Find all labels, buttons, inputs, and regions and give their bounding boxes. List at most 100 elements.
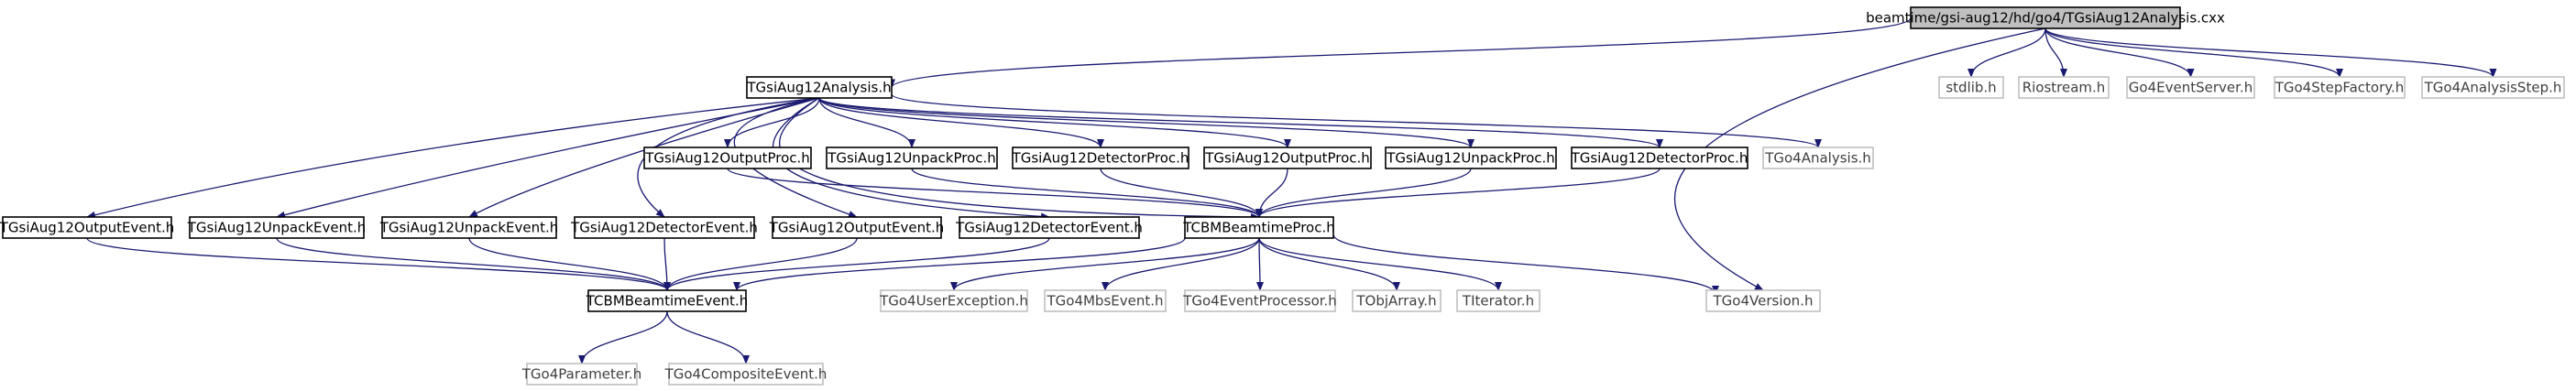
node-parameter_h: TGo4Parameter.h [521, 363, 641, 386]
node-label: TObjArray.h [1355, 293, 1436, 310]
edge-analysis_h-to-outputevent1_h [86, 97, 820, 219]
node-outputproc1_h[interactable]: TGsiAug12OutputProc.h [643, 147, 812, 169]
node-riostream_h: Riostream.h [2018, 76, 2110, 99]
edge-analysis_h-to-outputproc1_h [724, 97, 820, 148]
node-label: TGsiAug12UnpackEvent.h [379, 220, 559, 236]
node-detectorevent2_h[interactable]: TGsiAug12DetectorEvent.h [955, 216, 1143, 239]
node-outputevent2_h[interactable]: TGsiAug12OutputEvent.h [769, 216, 945, 239]
node-root[interactable]: beamtime/gsi-aug12/hd/go4/TGsiAug12Analy… [1866, 6, 2225, 29]
node-stdlib_h: stdlib.h [1938, 76, 2004, 99]
edge-outputevent1_h-to-beamtimeevent_h [86, 237, 671, 291]
node-label: TGo4MbsEvent.h [1046, 293, 1163, 310]
edge-beamtimeevent_h-to-parameter_h [578, 310, 668, 364]
node-label: TIterator.h [1462, 293, 1534, 310]
edge-detectorproc1_h-to-beamtimeproc_h [1100, 168, 1263, 218]
node-label: TGsiAug12UnpackEvent.h [187, 220, 367, 236]
node-label: TGsiAug12OutputProc.h [644, 150, 810, 167]
edge-beamtimeproc_h-to-eventprocessor_h [1255, 237, 1264, 291]
edge-analysis_h-to-unpackproc1_h [818, 97, 915, 148]
node-outputproc2_h[interactable]: TGsiAug12OutputProc.h [1203, 147, 1372, 169]
edge-analysis_h-to-go4analysis_h [891, 93, 1822, 148]
node-detectorproc1_h[interactable]: TGsiAug12DetectorProc.h [1012, 147, 1189, 169]
node-box [2274, 76, 2406, 99]
edge-beamtimeproc_h-to-go4version_h [1332, 234, 1719, 295]
node-box [880, 289, 1028, 312]
edge-outputevent2_h-to-beamtimeevent_h [663, 237, 858, 291]
node-stepfactory_h: TGo4StepFactory.h [2274, 76, 2406, 99]
node-label: beamtime/gsi-aug12/hd/go4/TGsiAug12Analy… [1866, 10, 2225, 27]
node-label: TGsiAug12DetectorEvent.h [570, 220, 758, 236]
node-box [643, 147, 812, 169]
node-label: TGsiAug12UnpackProc.h [827, 150, 996, 167]
node-userexception_h: TGo4UserException.h [879, 289, 1028, 312]
node-label: TGo4AnalysisStep.h [2424, 80, 2562, 96]
node-label: TGsiAug12DetectorEvent.h [955, 220, 1143, 236]
edge-beamtimeproc_h-to-titerator_h [1258, 237, 1502, 291]
node-box [526, 363, 638, 386]
node-box [1571, 147, 1748, 169]
node-box [1385, 147, 1557, 169]
edge-unpackproc2_h-to-beamtimeproc_h [1255, 168, 1472, 218]
node-box [1762, 147, 1874, 169]
node-box [2126, 76, 2255, 99]
node-detectorproc2_h[interactable]: TGsiAug12DetectorProc.h [1571, 147, 1748, 169]
node-box [1456, 289, 1540, 312]
node-box [1203, 147, 1372, 169]
node-label: TGsiAug12DetectorProc.h [1012, 150, 1189, 167]
node-analysis_h[interactable]: TGsiAug12Analysis.h [746, 76, 893, 99]
edge-analysis_h-to-unpackproc2_h [818, 97, 1474, 148]
edge-beamtimeproc_h-to-tobjarray_h [1258, 237, 1400, 291]
node-box [959, 216, 1140, 239]
node-unpackevent2_h[interactable]: TGsiAug12UnpackEvent.h [379, 216, 559, 239]
node-beamtimeproc_h[interactable]: TCBMBeamtimeProc.h [1182, 216, 1335, 239]
node-label: TGo4UserException.h [879, 293, 1028, 310]
edge-detectorevent1_h-to-beamtimeevent_h [663, 237, 671, 291]
edge-beamtimeproc_h-to-beamtimeevent_h [733, 237, 1186, 291]
node-box [772, 216, 942, 239]
edge-root-to-stepfactory_h [2044, 27, 2343, 78]
edge-analysis_h-to-unpackevent2_h [468, 97, 820, 218]
node-label: TGo4Analysis.h [1764, 150, 1871, 167]
node-box [1044, 289, 1167, 312]
edge-analysis_h-to-outputproc2_h [818, 97, 1291, 148]
node-label: TGo4Version.h [1713, 293, 1814, 310]
node-unpackproc2_h[interactable]: TGsiAug12UnpackProc.h [1385, 147, 1557, 169]
node-unpackproc1_h[interactable]: TGsiAug12UnpackProc.h [826, 147, 998, 169]
node-box [668, 363, 824, 386]
node-label: TGo4EventProcessor.h [1182, 293, 1337, 310]
node-label: Go4EventServer.h [2129, 80, 2253, 96]
node-label: TGsiAug12OutputEvent.h [0, 220, 174, 236]
node-box [1705, 289, 1821, 312]
edge-root-to-riostream_h [2044, 27, 2067, 78]
node-detectorevent1_h[interactable]: TGsiAug12DetectorEvent.h [570, 216, 758, 239]
node-unpackevent1_h[interactable]: TGsiAug12UnpackEvent.h [187, 216, 367, 239]
node-label: TGsiAug12UnpackProc.h [1386, 150, 1555, 167]
edge-detectorevent2_h-to-beamtimeevent_h [663, 237, 1050, 291]
edge-detectorproc2_h-to-beamtimeproc_h [1255, 168, 1661, 218]
node-box [1012, 147, 1189, 169]
node-box [381, 216, 557, 239]
edge-beamtimeproc_h-to-userexception_h [950, 237, 1260, 291]
node-box [1184, 216, 1334, 239]
node-box [587, 289, 747, 312]
node-box [2018, 76, 2110, 99]
node-label: Riostream.h [2022, 80, 2106, 96]
node-box [1938, 76, 2004, 99]
node-box [826, 147, 998, 169]
node-mbsevent_h: TGo4MbsEvent.h [1044, 289, 1167, 312]
edge-root-to-stdlib_h [1968, 27, 2046, 78]
node-beamtimeevent_h[interactable]: TCBMBeamtimeEvent.h [586, 289, 748, 312]
node-outputevent1_h[interactable]: TGsiAug12OutputEvent.h [0, 216, 174, 239]
node-label: TGsiAug12OutputEvent.h [769, 220, 945, 236]
edge-analysis_h-to-detectorevent2_h [772, 97, 1050, 221]
node-box [746, 76, 893, 99]
node-label: TGo4CompositeEvent.h [664, 366, 828, 383]
node-label: TCBMBeamtimeEvent.h [586, 293, 748, 310]
node-label: TGsiAug12DetectorProc.h [1571, 150, 1748, 167]
node-box [189, 216, 365, 239]
edge-outputproc1_h-to-beamtimeproc_h [727, 168, 1263, 218]
edge-analysis_h-to-detectorproc1_h [818, 97, 1104, 148]
node-eventprocessor_h: TGo4EventProcessor.h [1182, 289, 1337, 312]
node-go4version_h: TGo4Version.h [1705, 289, 1821, 312]
edge-unpackproc1_h-to-beamtimeproc_h [911, 168, 1263, 218]
